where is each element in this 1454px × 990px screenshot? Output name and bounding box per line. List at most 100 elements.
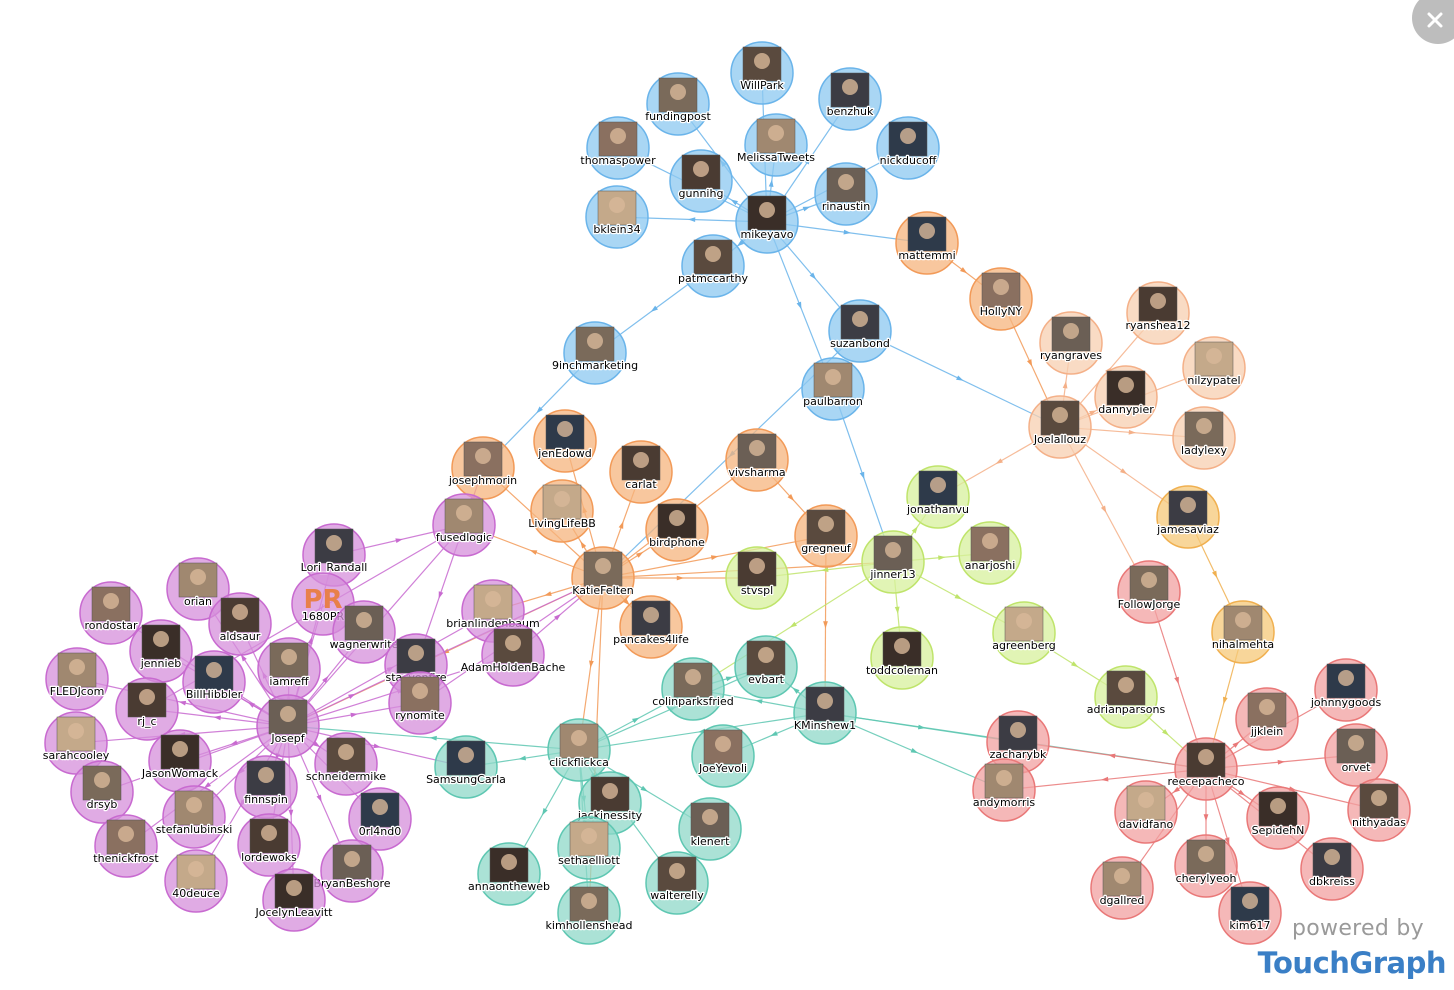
node-MelissaTweets[interactable]: MelissaTweets [736, 113, 817, 177]
avatar-face-icon [554, 491, 570, 507]
edge-arrow-icon [1162, 729, 1169, 736]
node-rondostar[interactable]: rondostar [79, 581, 143, 645]
node-finnspin[interactable]: finnspin [234, 755, 298, 819]
node-stefanlubinski[interactable]: stefanlubinski [154, 785, 234, 849]
node-label: reecepacheco [1168, 775, 1245, 788]
node-KMinshew1[interactable]: KMinshew1 [793, 681, 857, 745]
node-bklein34[interactable]: bklein34 [585, 185, 649, 249]
node-ryanshea12[interactable]: ryanshea12 [1124, 281, 1192, 345]
node-LivingLifeBB[interactable]: LivingLifeBB [527, 479, 597, 543]
node-schneidermike[interactable]: schneidermike [305, 732, 388, 796]
node-carlat[interactable]: carlat [609, 440, 673, 504]
node-benzhuk[interactable]: benzhuk [818, 67, 882, 131]
node-mattemmi[interactable]: mattemmi [895, 211, 959, 275]
node-klenert[interactable]: klenert [678, 797, 742, 861]
node-Josepf[interactable]: Josepf [256, 694, 320, 758]
node-BryanBeshore[interactable]: BryanBeshore [312, 839, 392, 903]
node-FLEDJcom[interactable]: FLEDJcom [45, 647, 109, 711]
node-davidfano[interactable]: davidfano [1114, 780, 1178, 844]
node-annaontheweb[interactable]: annaontheweb [467, 842, 551, 906]
node-fundingpost[interactable]: fundingpost [644, 72, 713, 136]
node-reecepacheco[interactable]: reecepacheco [1166, 737, 1246, 801]
node-thenickfrost[interactable]: thenickfrost [92, 814, 161, 878]
node-SepidehN[interactable]: SepidehN [1246, 786, 1310, 850]
node-label: bklein34 [593, 223, 640, 236]
node-SamsungCarla[interactable]: SamsungCarla [425, 735, 507, 799]
node-suzanbond[interactable]: suzanbond [828, 299, 892, 363]
node-dbkreiss[interactable]: dbkreiss [1300, 837, 1364, 901]
node-jackinessity[interactable]: jackinessity [576, 771, 644, 835]
node-gunnihg[interactable]: gunnihg [669, 149, 733, 213]
close-button[interactable] [1412, 0, 1454, 44]
node-zacharybk[interactable]: zacharybk [986, 710, 1050, 774]
node-anarjoshi[interactable]: anarjoshi [958, 521, 1022, 585]
node-rj_c[interactable]: rj_c [115, 677, 179, 741]
node-jennieb[interactable]: jennieb [129, 619, 193, 683]
node-patmccarthy[interactable]: patmccarthy [677, 234, 750, 298]
node-40deuce[interactable]: 40deuce [164, 849, 228, 913]
node-toddcoleman[interactable]: toddcoleman [865, 626, 939, 690]
node-0rl4nd0[interactable]: 0rl4nd0 [348, 787, 412, 851]
node-adrianparsons[interactable]: adrianparsons [1086, 665, 1167, 729]
node-nihalmehta[interactable]: nihalmehta [1211, 600, 1275, 664]
node-JasonWomack[interactable]: JasonWomack [140, 729, 220, 793]
node-AdamHoldenBache[interactable]: AdamHoldenBache [459, 623, 567, 687]
node-sethaelliott[interactable]: sethaelliott [557, 816, 622, 880]
node-BillHibbler[interactable]: BillHibbler [182, 650, 246, 714]
node-jamesaviaz[interactable]: jamesaviaz [1155, 485, 1220, 549]
node-ryangraves[interactable]: ryangraves [1039, 311, 1104, 375]
node-orvet[interactable]: orvet [1324, 723, 1388, 787]
node-rinaustin[interactable]: rinaustin [814, 162, 878, 226]
node-rynomite[interactable]: rynomite [388, 671, 452, 735]
node-walterelly[interactable]: walterelly [645, 851, 709, 915]
node-johnnygoods[interactable]: johnnygoods [1309, 658, 1383, 722]
node-label: walterelly [650, 889, 704, 902]
node-nithyadas[interactable]: nithyadas [1347, 778, 1411, 842]
node-paulbarron[interactable]: paulbarron [801, 357, 865, 421]
node-jenEdowd[interactable]: jenEdowd [533, 409, 597, 473]
node-jinner13[interactable]: jinner13 [861, 530, 925, 594]
node-sarahcooley[interactable]: sarahcooley [41, 711, 111, 775]
node-mikeyavo[interactable]: mikeyavo [735, 190, 799, 254]
touchgraph-logo[interactable]: TouchGraph [1257, 946, 1447, 980]
node-nilzypatel[interactable]: nilzypatel [1182, 336, 1246, 400]
node-Joelallouz[interactable]: Joelallouz [1028, 395, 1092, 459]
node-nickducoff[interactable]: nickducoff [876, 116, 940, 180]
node-dgallred[interactable]: dgallred [1090, 856, 1154, 920]
node-colinparksfried[interactable]: colinparksfried [651, 657, 735, 721]
node-9inchmarketing[interactable]: 9inchmarketing [551, 321, 639, 385]
node-clickflickca[interactable]: clickflickca [547, 718, 611, 782]
node-cherylyeoh[interactable]: cherylyeoh [1174, 834, 1238, 898]
node-evbart[interactable]: evbart [734, 635, 798, 699]
node-WillPark[interactable]: WillPark [730, 41, 794, 105]
node-FollowJorge[interactable]: FollowJorge [1116, 560, 1182, 624]
node-pancakes4life[interactable]: pancakes4life [612, 595, 690, 659]
node-kimhollenshead[interactable]: kimhollenshead [544, 881, 634, 945]
node-lordewoks[interactable]: lordewoks [237, 813, 301, 877]
node-wagnerwrite[interactable]: wagnerwrite [328, 600, 400, 664]
node-kim617[interactable]: kim617 [1218, 881, 1282, 945]
node-jjklein[interactable]: jjklein [1235, 687, 1299, 751]
node-JocelynLeavitt[interactable]: JocelynLeavitt [253, 868, 334, 932]
node-HollyNY[interactable]: HollyNY [969, 267, 1033, 331]
node-ladylexy[interactable]: ladylexy [1172, 406, 1236, 470]
node-drsyb[interactable]: drsyb [70, 760, 134, 824]
node-iamreff[interactable]: iamreff [257, 637, 321, 701]
node-gregneuf[interactable]: gregneuf [794, 504, 858, 568]
node-birdphone[interactable]: birdphone [645, 498, 709, 562]
node-thomaspower[interactable]: thomaspower [579, 116, 657, 180]
node-vivsharma[interactable]: vivsharma [725, 428, 789, 492]
node-agreenberg[interactable]: agreenberg [991, 601, 1057, 665]
node-label: dannypier [1098, 403, 1154, 416]
node-orian[interactable]: orian [166, 557, 230, 621]
node-dannypier[interactable]: dannypier [1094, 365, 1158, 429]
node-josephmorin[interactable]: josephmorin [447, 436, 518, 500]
node-KatieFelten[interactable]: KatieFelten [571, 546, 635, 610]
node-stvspl[interactable]: stvspl [725, 546, 789, 610]
node-aldsaur[interactable]: aldsaur [208, 592, 272, 656]
node-JoeYevoli[interactable]: JoeYevoli [691, 724, 755, 788]
node-andymorris[interactable]: andymorris [972, 758, 1037, 822]
node-jonathanvu[interactable]: jonathanvu [905, 465, 970, 529]
node-fusedlogic[interactable]: fusedlogic [432, 493, 496, 557]
